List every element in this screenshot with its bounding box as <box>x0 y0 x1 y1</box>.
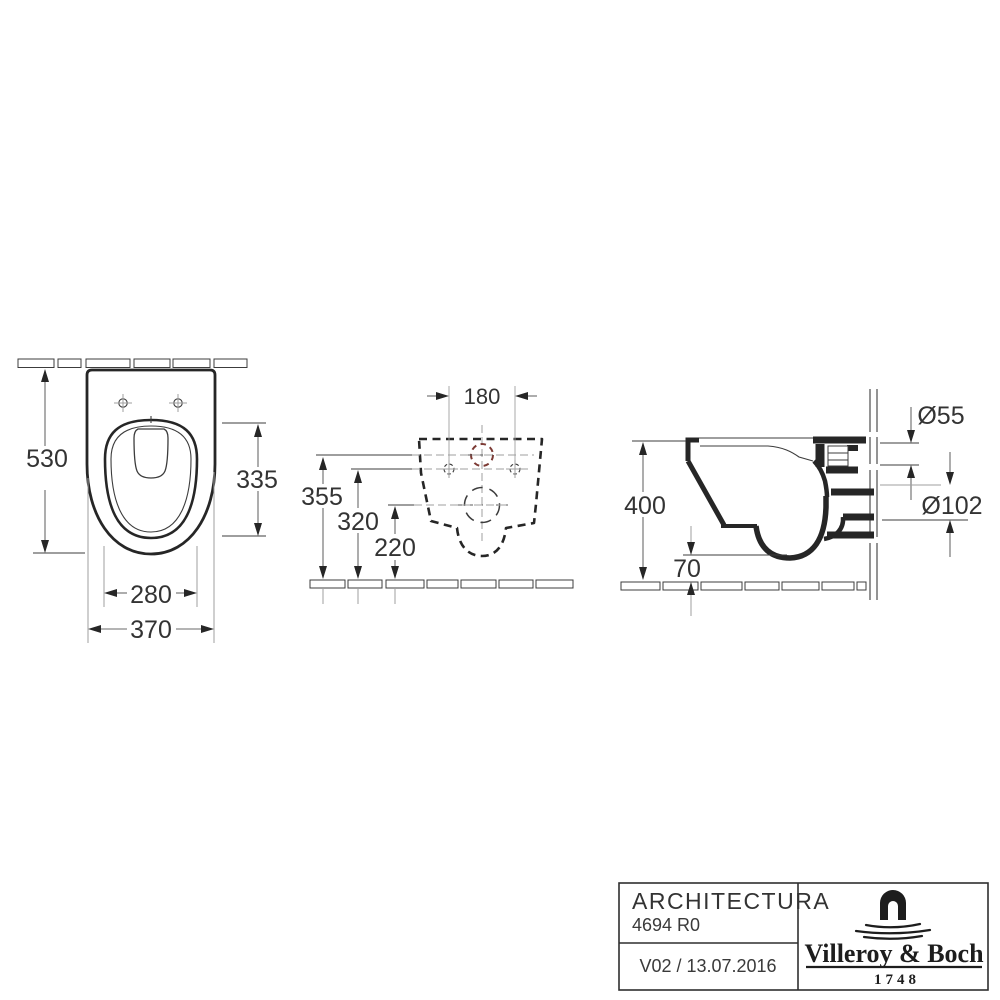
floor-hatch-side <box>620 581 867 591</box>
dim-label-530: 530 <box>26 445 68 473</box>
dim-inlet-height-355: 355 <box>301 457 343 604</box>
mounting-hole-left <box>114 394 132 412</box>
dim-depth-530: 530 <box>26 369 85 554</box>
dim-label-inlet-diameter: Ø55 <box>917 402 964 430</box>
brand-year: 1748 <box>874 972 920 988</box>
dim-rim-depth-70: 70 <box>673 526 787 616</box>
dim-label-outlet-diameter: Ø102 <box>921 492 982 520</box>
dim-seat-335: 335 <box>222 422 278 537</box>
top-view: 530 335 280 <box>17 358 278 644</box>
dim-label-400: 400 <box>624 492 666 520</box>
dim-width-370: 370 <box>87 472 215 644</box>
dim-inlet-diameter-55: Ø55 <box>880 402 965 500</box>
series-name: ARCHITECTURA <box>632 888 830 914</box>
dim-label-370: 370 <box>130 616 172 644</box>
wall-hatch <box>17 358 248 368</box>
wall-line <box>869 389 878 600</box>
title-block: ARCHITECTURA 4694 R0 V02 / 13.07.2016 Vi… <box>618 882 989 991</box>
brand-logo-icon <box>854 890 932 940</box>
article-number: 4694 R0 <box>632 915 700 935</box>
rear-outline-dashed <box>417 437 544 558</box>
dim-hole-spacing-180: 180 <box>427 384 537 409</box>
version-date: V02 / 13.07.2016 <box>639 956 776 976</box>
dim-label-180: 180 <box>464 384 501 409</box>
water-inlet-circle <box>466 443 498 467</box>
dim-outlet-diameter-102: Ø102 <box>880 452 983 557</box>
bowl-opening <box>133 428 169 479</box>
dim-label-70: 70 <box>673 555 701 583</box>
dim-label-320: 320 <box>337 508 379 536</box>
dim-height-400: 400 <box>624 440 686 580</box>
dim-hole-height-320: 320 <box>337 470 379 604</box>
rear-view: 180 355 320 220 <box>301 384 574 604</box>
mounting-hole-right <box>169 394 187 412</box>
dim-outlet-height-220: 220 <box>374 506 416 604</box>
dim-inner-width-280: 280 <box>103 546 198 609</box>
inlet-box <box>827 445 849 467</box>
dim-label-335: 335 <box>236 466 278 494</box>
dim-label-280: 280 <box>130 581 172 609</box>
side-view: 400 70 Ø55 Ø102 <box>620 389 983 616</box>
seat-outer <box>103 418 199 540</box>
dim-label-220: 220 <box>374 534 416 562</box>
seat-inner <box>110 425 192 533</box>
toilet-section-profile <box>685 436 874 561</box>
brand-name: Villeroy & Boch <box>804 939 984 968</box>
dim-label-355: 355 <box>301 483 343 511</box>
floor-hatch-rear <box>309 579 574 589</box>
